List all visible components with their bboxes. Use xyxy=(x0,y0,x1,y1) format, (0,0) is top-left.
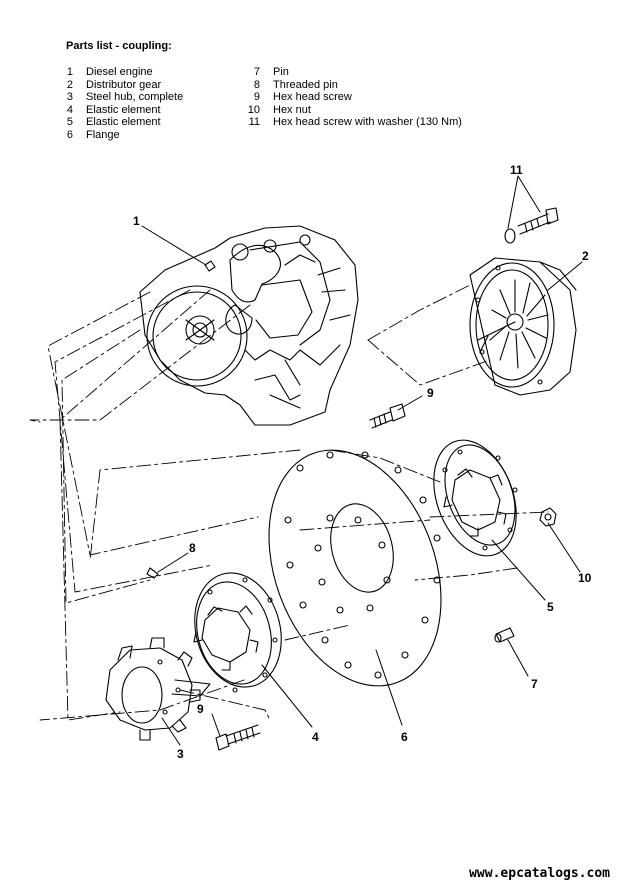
callout-3: 3 xyxy=(177,747,184,761)
alignment-lines xyxy=(29,284,549,721)
part-row: 6 Flange xyxy=(53,129,183,142)
parts-list-left: 1 Diesel engine 2 Distributor gear 3 Steel … xyxy=(53,66,183,142)
part-number: 5 xyxy=(66,116,73,129)
part-name: Flange xyxy=(86,128,120,141)
diesel-engine-drawing xyxy=(139,225,359,426)
part-number: 2 xyxy=(66,78,73,91)
part-row: 9 Hex head screw xyxy=(240,91,462,104)
part-number: 6 xyxy=(66,128,73,141)
hex-screw-top-drawing xyxy=(369,403,406,429)
part-row: 5 Elastic element xyxy=(53,116,183,129)
hex-nut-drawing xyxy=(539,507,557,527)
part-name: Threaded pin xyxy=(273,78,338,91)
part-row: 11 Hex head screw with washer (130 Nm) xyxy=(240,116,462,129)
callout-8: 8 xyxy=(189,541,196,555)
callout-5: 5 xyxy=(547,600,554,614)
part-number: 1 xyxy=(66,66,73,78)
part-name: Hex head screw with washer (130 Nm) xyxy=(273,116,462,129)
pin-drawing xyxy=(494,627,515,643)
part-number: 7 xyxy=(253,66,260,78)
part-name: Pin xyxy=(273,66,289,78)
part-name: Hex nut xyxy=(273,103,311,116)
part-row: 4 Elastic element xyxy=(53,104,183,117)
part-number: 10 xyxy=(247,103,260,116)
callout-11: 11 xyxy=(510,163,523,177)
part-name: Hex head screw xyxy=(273,91,352,104)
hex-screw-bottom-drawing xyxy=(215,724,261,751)
part-number: 3 xyxy=(66,91,73,104)
callout-7: 7 xyxy=(531,677,538,691)
threaded-pin-drawing xyxy=(146,567,159,579)
watermark-link[interactable]: www.epcatalogs.com xyxy=(469,866,610,881)
part-name: Distributor gear xyxy=(86,78,162,91)
bolt-with-washer-drawing xyxy=(504,207,559,244)
leader-lines xyxy=(141,175,583,746)
parts-list-title: Parts list - coupling: xyxy=(66,40,172,52)
callout-1: 1 xyxy=(133,214,140,228)
callout-10: 10 xyxy=(578,571,592,585)
flange-disc-drawing xyxy=(268,449,442,687)
callout-9-top: 9 xyxy=(427,386,434,400)
part-row: 10 Hex nut xyxy=(240,104,462,117)
part-row: 8 Threaded pin xyxy=(240,79,462,92)
callout-9-bottom: 9 xyxy=(197,702,204,716)
part-number: 4 xyxy=(66,103,73,116)
callout-6: 6 xyxy=(401,730,408,744)
part-name: Elastic element xyxy=(86,116,161,129)
callout-4: 4 xyxy=(312,730,319,744)
part-number: 11 xyxy=(248,116,260,129)
part-name: Diesel engine xyxy=(86,66,153,78)
elastic-element-left-drawing xyxy=(193,572,282,693)
callout-2: 2 xyxy=(582,249,589,263)
distributor-gear-drawing xyxy=(469,257,577,396)
part-number: 8 xyxy=(253,78,260,91)
part-number: 9 xyxy=(253,91,260,104)
part-name: Elastic element xyxy=(86,103,161,116)
part-row: 3 Steel hub, complete xyxy=(53,91,183,104)
part-name: Steel hub, complete xyxy=(86,91,184,104)
part-row: 1 Diesel engine xyxy=(53,66,183,79)
part-row: 2 Distributor gear xyxy=(53,79,183,92)
elastic-element-right-drawing xyxy=(433,439,518,557)
steel-hub-drawing xyxy=(105,637,211,741)
part-row: 7 Pin xyxy=(240,66,462,79)
